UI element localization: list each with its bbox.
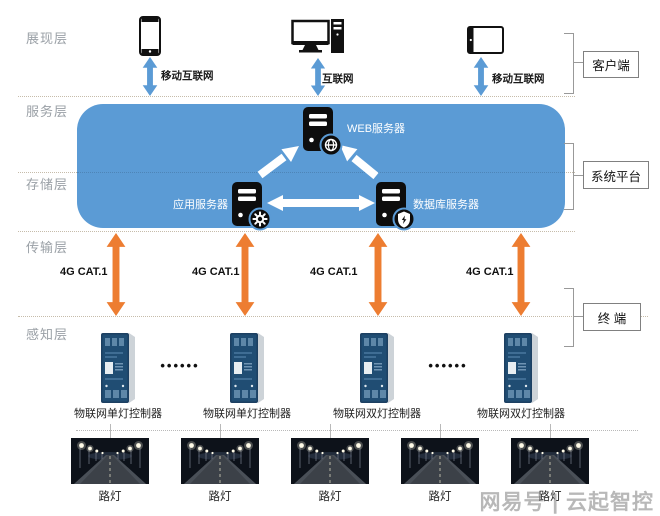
bus-line [76,430,638,431]
ellipsis: •••••• [428,358,468,373]
controller-device-icon [97,332,139,404]
separator-line [18,96,575,97]
link-arrow-icon [106,233,126,316]
ellipsis: •••••• [160,358,200,373]
bus-tick [110,424,111,438]
tablet-icon [467,26,504,54]
controller-label: 物联网单灯控制器 [74,408,162,420]
globe-icon [319,133,343,157]
link-arrow-icon [511,233,531,316]
bus-tick [440,424,441,438]
smartphone-icon [139,16,161,56]
controller-label: 物联网单灯控制器 [203,408,291,420]
web-server-label: WEB服务器 [347,123,406,135]
layer-label-service: 服务层 [26,104,69,119]
app-server-label: 应用服务器 [173,199,228,211]
controller-label: 物联网双灯控制器 [477,408,565,420]
double-arrow-icon [473,57,489,96]
streetlight-label: 路灯 [98,491,122,503]
streetlight-photo [401,438,479,484]
layer-label-presentation: 展现层 [26,31,69,46]
streetlight-photo [181,438,259,484]
streetlight-label: 路灯 [208,491,232,503]
watermark: 网易号 | 云起智控 [479,491,654,514]
layer-label-storage: 存储层 [26,177,69,192]
controller-device-icon [226,332,268,404]
link-type-label: 4G CAT.1 [310,266,358,278]
controller-label: 物联网双灯控制器 [333,408,421,420]
client-box: 客户端 [583,51,639,78]
terminal-bracket-connector [573,316,583,317]
platform-bracket [564,143,574,210]
flow-arrows [257,145,379,211]
network-label: 移动互联网 [492,73,545,85]
network-label: 互联网 [322,73,354,85]
platform-inner-line [77,172,565,173]
shield-icon [392,207,416,231]
client-bracket-connector [573,62,583,63]
link-arrow-icon [368,233,388,316]
bus-tick [220,424,221,438]
layer-label-transmission: 传输层 [26,240,69,255]
link-type-label: 4G CAT.1 [466,266,514,278]
separator-line [18,231,575,232]
link-type-label: 4G CAT.1 [192,266,240,278]
terminal-box: 终 端 [583,303,641,331]
separator-line [18,316,648,317]
platform-bracket-connector [573,175,583,176]
double-arrow-icon [142,57,158,96]
controller-device-icon [356,332,398,404]
controller-device-icon [500,332,542,404]
db-server-label: 数据库服务器 [413,199,479,211]
client-bracket [564,33,574,94]
link-type-label: 4G CAT.1 [60,266,108,278]
bus-tick [550,424,551,438]
streetlight-photo [71,438,149,484]
desktop-icon [291,18,345,56]
streetlight-photo [511,438,589,484]
layer-label-perception: 感知层 [26,327,69,342]
streetlight-label: 路灯 [318,491,342,503]
streetlight-photo [291,438,369,484]
terminal-bracket [564,288,574,347]
bus-tick [330,424,331,438]
streetlight-label: 路灯 [538,491,562,503]
platform-box: 系统平台 [583,161,649,189]
gear-icon [248,207,272,231]
streetlight-label: 路灯 [428,491,452,503]
network-label: 移动互联网 [161,70,214,82]
